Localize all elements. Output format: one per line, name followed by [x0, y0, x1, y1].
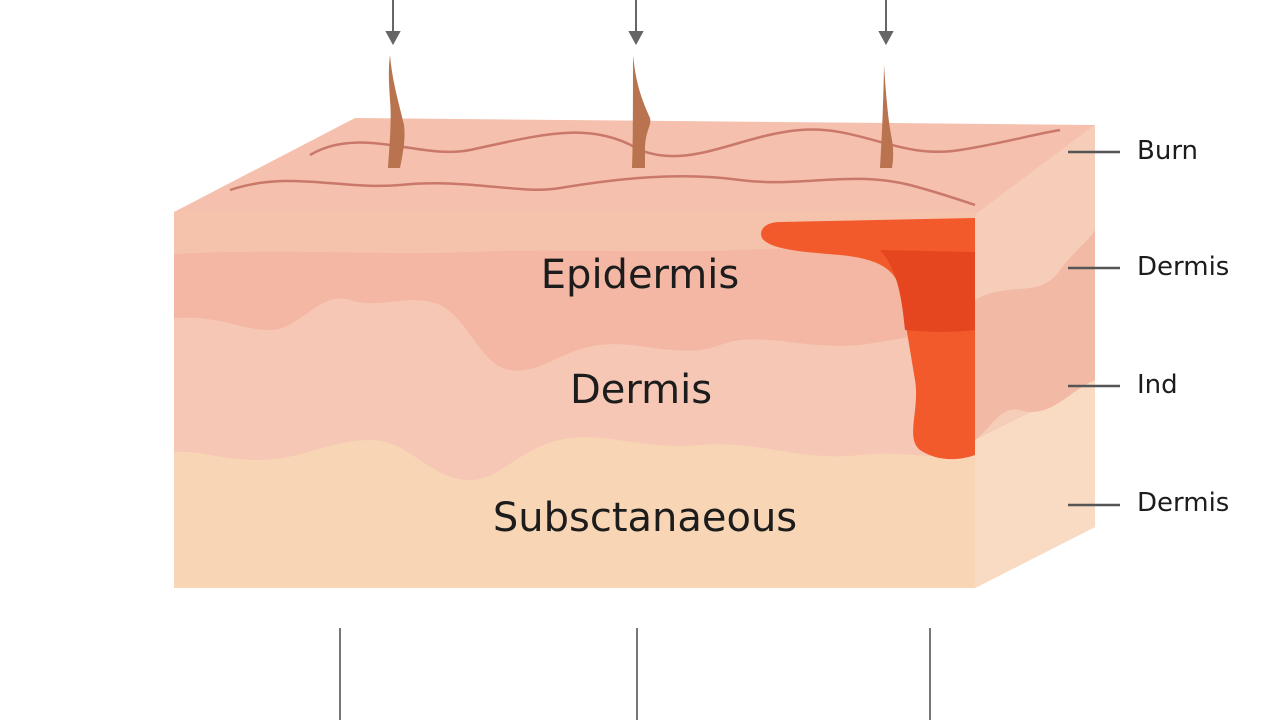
callout-dermis-lower-label: Dermis	[1137, 488, 1230, 518]
epidermis-label: Epidermis	[540, 252, 740, 298]
side-dermis-wave	[975, 230, 1095, 440]
callout-burn-label: Burn	[1137, 136, 1199, 166]
burn-deep-region	[880, 250, 975, 332]
skin-surface-wave-front	[229, 175, 976, 207]
arrow-head-icon	[878, 31, 894, 46]
callout-ind-label: Ind	[1137, 370, 1178, 400]
arrow-head-icon	[628, 31, 644, 46]
skin-surface-wave-back	[309, 128, 1061, 158]
block-side-lower	[975, 380, 1095, 588]
hair-middle	[632, 55, 651, 168]
top-arrows	[385, 0, 894, 46]
hairs	[388, 55, 894, 168]
callout-leader-lines	[1068, 150, 1120, 507]
callout-dermis-upper-label: Dermis	[1137, 252, 1230, 282]
arrow-head-icon	[385, 31, 401, 46]
hair-right	[880, 65, 894, 168]
subcutaneous-label: Subsctanaeous	[492, 495, 798, 541]
hair-left	[388, 55, 405, 168]
bottom-lines	[339, 628, 931, 720]
dermis-label: Dermis	[569, 367, 713, 413]
